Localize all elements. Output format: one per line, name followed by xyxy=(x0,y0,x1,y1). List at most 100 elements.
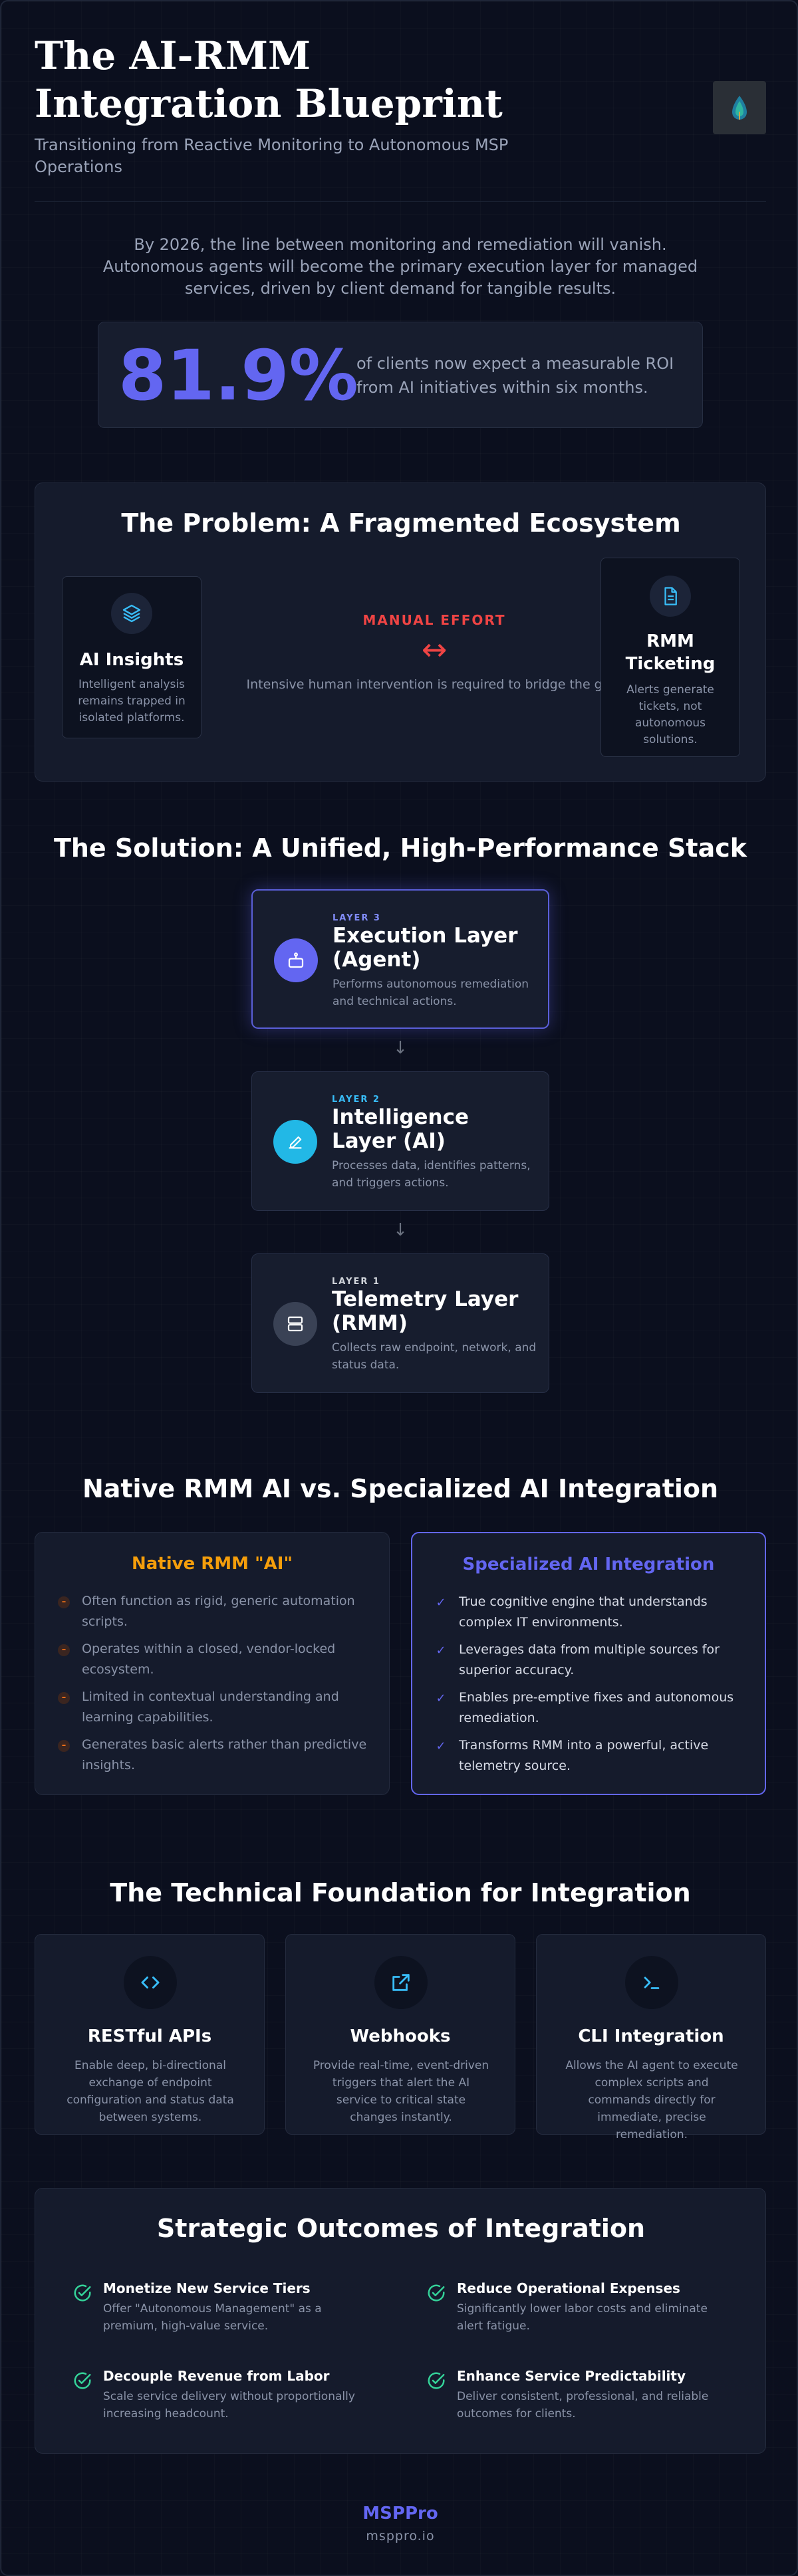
ai-insights-desc: Intelligent analysis remains trapped in … xyxy=(78,678,186,724)
outcome-title: Monetize New Service Tiers xyxy=(103,2280,311,2296)
native-rmm-list: –Often function as rigid, generic automa… xyxy=(58,1591,370,1782)
outcome-title: Decouple Revenue from Labor xyxy=(103,2368,330,2384)
ai-insights-title: AI Insights xyxy=(79,650,184,670)
outcome-desc: Deliver consistent, professional, and re… xyxy=(457,2390,709,2420)
restful-apis-card: RESTful APIs Enable deep, bi-directional… xyxy=(35,1934,265,2135)
list-item: ✓Enables pre-emptive fixes and autonomou… xyxy=(436,1690,734,1725)
stat-text: of clients now expect a measurable ROI f… xyxy=(356,354,674,397)
layer-name: Telemetry Layer (RMM) xyxy=(332,1287,519,1335)
card-title: CLI Integration xyxy=(578,2026,724,2046)
layer-card-telemetry: LAYER 1 Telemetry Layer (RMM) Collects r… xyxy=(251,1253,549,1393)
code-icon xyxy=(141,1977,160,1988)
footer-url-link[interactable]: msppro.io xyxy=(366,2529,435,2543)
layer-desc: Collects raw endpoint, network, and stat… xyxy=(332,1341,537,1372)
outcome-item: Decouple Revenue from Labor Scale servic… xyxy=(72,2368,365,2428)
minus-icon: – xyxy=(58,1596,70,1608)
down-arrow-icon: ↓ xyxy=(393,1038,408,1058)
rmm-ticketing-card: RMM Ticketing Alerts generate tickets, n… xyxy=(600,558,740,757)
manual-effort-desc: Intensive human intervention is required… xyxy=(246,677,622,692)
minus-icon: – xyxy=(58,1692,70,1704)
page-title: The AI-RMM Integration Blueprint xyxy=(35,33,503,126)
check-circle-icon xyxy=(428,2284,445,2302)
list-item: ✓Leverages data from multiple sources fo… xyxy=(436,1642,720,1677)
card-desc: Provide real-time, event-driven triggers… xyxy=(313,2059,489,2124)
outcome-desc: Significantly lower labor costs and elim… xyxy=(457,2302,708,2333)
card-desc: Enable deep, bi-directional exchange of … xyxy=(66,2059,234,2124)
list-item: –Operates within a closed, vendor-locked… xyxy=(58,1639,370,1687)
foundation-title: The Technical Foundation for Integration xyxy=(110,1878,691,1907)
card-title: RESTful APIs xyxy=(87,2026,212,2046)
layer-tag: LAYER 1 xyxy=(332,1277,380,1287)
layer-tag: LAYER 3 xyxy=(332,913,381,923)
native-rmm-title: Native RMM "AI" xyxy=(132,1554,293,1574)
layers-icon xyxy=(122,604,141,623)
list-item: –Limited in contextual understanding and… xyxy=(58,1687,370,1735)
icon-circle xyxy=(374,1956,428,2009)
header: The AI-RMM Integration Blueprint Transit… xyxy=(35,32,766,202)
specialized-ai-title: Specialized AI Integration xyxy=(462,1555,715,1574)
outcomes-title: Strategic Outcomes of Integration xyxy=(156,2214,646,2243)
bidirectional-arrow-icon: ↔ xyxy=(421,631,448,667)
list-item: ✓Transforms RMM into a powerful, active … xyxy=(436,1738,709,1773)
layer-desc: Processes data, identifies patterns, and… xyxy=(332,1159,531,1190)
layer-tag: LAYER 2 xyxy=(332,1095,380,1105)
intro-text: By 2026, the line between monitoring and… xyxy=(102,235,698,298)
terminal-icon xyxy=(644,1977,660,1989)
icon-circle xyxy=(124,1956,177,2009)
cli-integration-card: CLI Integration Allows the AI agent to e… xyxy=(536,1934,766,2141)
layer-name: Intelligence Layer (AI) xyxy=(332,1105,469,1153)
robot-icon xyxy=(288,952,304,968)
list-item: –Generates basic alerts rather than pred… xyxy=(58,1735,370,1782)
outcome-title: Enhance Service Predictability xyxy=(457,2368,686,2384)
logo xyxy=(713,81,766,134)
outcome-title: Reduce Operational Expenses xyxy=(457,2280,680,2296)
outcome-item: Enhance Service Predictability Deliver c… xyxy=(426,2368,719,2428)
icon-circle xyxy=(650,576,691,617)
minus-icon: – xyxy=(58,1740,70,1752)
leaf-drop-icon xyxy=(732,96,747,120)
check-icon: ✓ xyxy=(436,1691,446,1705)
outcome-desc: Offer "Autonomous Management" as a premi… xyxy=(103,2302,322,2333)
outcome-item: Reduce Operational Expenses Significantl… xyxy=(426,2280,719,2340)
card-desc: Allows the AI agent to execute complex s… xyxy=(565,2059,738,2141)
page-subtitle: Transitioning from Reactive Monitoring t… xyxy=(35,136,509,176)
specialized-ai-card: Specialized AI Integration ✓True cogniti… xyxy=(411,1532,766,1795)
check-circle-icon xyxy=(74,2372,91,2389)
problem-section: The Problem: A Fragmented Ecosystem AI I… xyxy=(35,483,766,782)
rmm-ticketing-desc: Alerts generate tickets, not autonomous … xyxy=(626,683,714,746)
footer-brand: MSPPro xyxy=(362,2504,438,2523)
layer-name: Execution Layer (Agent) xyxy=(332,924,518,972)
manual-effort-label: MANUAL EFFORT xyxy=(362,612,506,628)
list-item: ✓True cognitive engine that understands … xyxy=(436,1594,708,1630)
icon-circle xyxy=(273,1120,317,1164)
webhooks-card: Webhooks Provide real-time, event-driven… xyxy=(285,1934,515,2135)
layer-desc: Performs autonomous remediation and tech… xyxy=(332,978,529,1008)
pen-icon xyxy=(289,1136,302,1149)
card-title: Webhooks xyxy=(350,2026,451,2046)
server-icon xyxy=(287,1316,303,1332)
check-circle-icon xyxy=(428,2372,445,2389)
comparison-title: Native RMM AI vs. Specialized AI Integra… xyxy=(82,1474,719,1503)
outcome-item: Monetize New Service Tiers Offer "Autono… xyxy=(72,2280,365,2340)
layer-card-intelligence: LAYER 2 Intelligence Layer (AI) Processe… xyxy=(251,1071,549,1211)
icon-circle xyxy=(273,1302,317,1346)
specialized-ai-list: ✓True cognitive engine that understands … xyxy=(435,1592,747,1783)
icon-circle xyxy=(625,1956,678,2009)
rmm-ticketing-title: RMM Ticketing xyxy=(625,631,716,674)
stat-card: 81.9% of clients now expect a measurable… xyxy=(98,322,703,428)
outcomes-section: Strategic Outcomes of Integration Moneti… xyxy=(35,2188,766,2454)
stat-value: 81.9% xyxy=(118,335,358,416)
document-icon xyxy=(664,587,677,605)
icon-circle xyxy=(111,593,152,634)
layer-card-execution: LAYER 3 Execution Layer (Agent) Performs… xyxy=(251,889,549,1029)
ai-insights-card: AI Insights Intelligent analysis remains… xyxy=(62,576,201,738)
check-icon: ✓ xyxy=(436,1644,446,1658)
problem-title: The Problem: A Fragmented Ecosystem xyxy=(121,508,681,538)
down-arrow-icon: ↓ xyxy=(393,1220,408,1240)
icon-circle xyxy=(274,938,318,982)
minus-icon: – xyxy=(58,1644,70,1656)
list-item: –Often function as rigid, generic automa… xyxy=(58,1591,370,1639)
external-link-icon xyxy=(392,1974,410,1991)
solution-title: The Solution: A Unified, High-Performanc… xyxy=(53,833,747,863)
